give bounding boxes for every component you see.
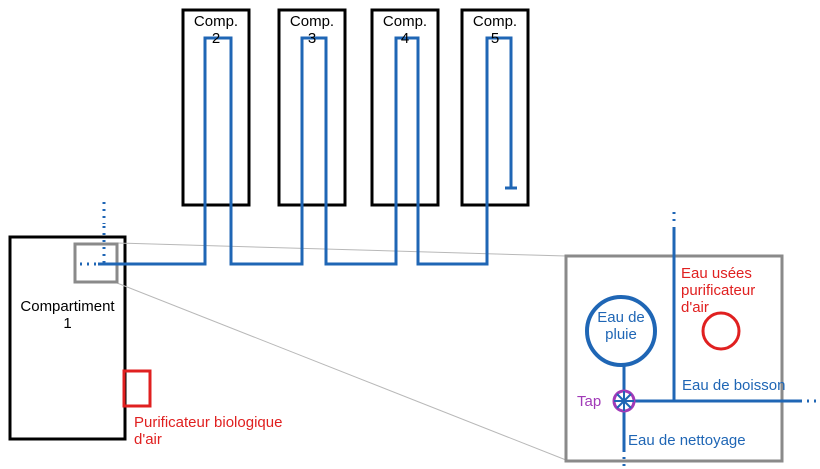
rain-water-label: Eau de pluie [597, 309, 645, 343]
zoom-line-bottom [116, 282, 567, 461]
compartment-1-label-line1: Compartiment [20, 298, 115, 315]
compartment-2-box [181, 8, 251, 207]
cleaning-water-label: Eau de nettoyage [628, 432, 746, 449]
rain-water-tank [585, 295, 657, 367]
compartment-3-label-line1: Comp. [289, 13, 335, 30]
compartment-3-label-line2: 3 [307, 30, 317, 47]
compartment-2-label-line2: 2 [211, 30, 221, 47]
compartment-1-label-line2: 1 [63, 315, 72, 332]
compartment-1-box [8, 235, 127, 441]
compartment-5-box [460, 8, 530, 207]
compartment-5-label: Comp.5 [465, 13, 525, 47]
tap-icon [612, 389, 636, 413]
compartment-4-label-line1: Comp. [382, 13, 428, 30]
drinking-water-label: Eau de boisson [682, 377, 786, 394]
wastewater-purifier-circle [701, 311, 741, 351]
bio-purifier-box [122, 369, 152, 408]
compartment-4-box [370, 8, 440, 207]
bio-purifier-label: Purificateur biologique d'air [134, 414, 283, 448]
compartment-5-label-line1: Comp. [472, 13, 518, 30]
wastewater-purifier-label: Eau usées purificateur d'air [681, 265, 756, 316]
compartment-5-label-line2: 5 [490, 30, 500, 47]
compartment-3-box [277, 8, 347, 207]
zoom-line-top [116, 242, 567, 257]
compartment-3-label: Comp.3 [282, 13, 342, 47]
compartment-2-label: Comp.2 [186, 13, 246, 47]
tap-label: Tap [577, 393, 602, 410]
compartment-4-label: Comp.4 [375, 13, 435, 47]
compartment-2-label-line1: Comp. [193, 13, 239, 30]
compartment-4-label-line2: 4 [400, 30, 410, 47]
main-water-pipe [98, 36, 513, 266]
